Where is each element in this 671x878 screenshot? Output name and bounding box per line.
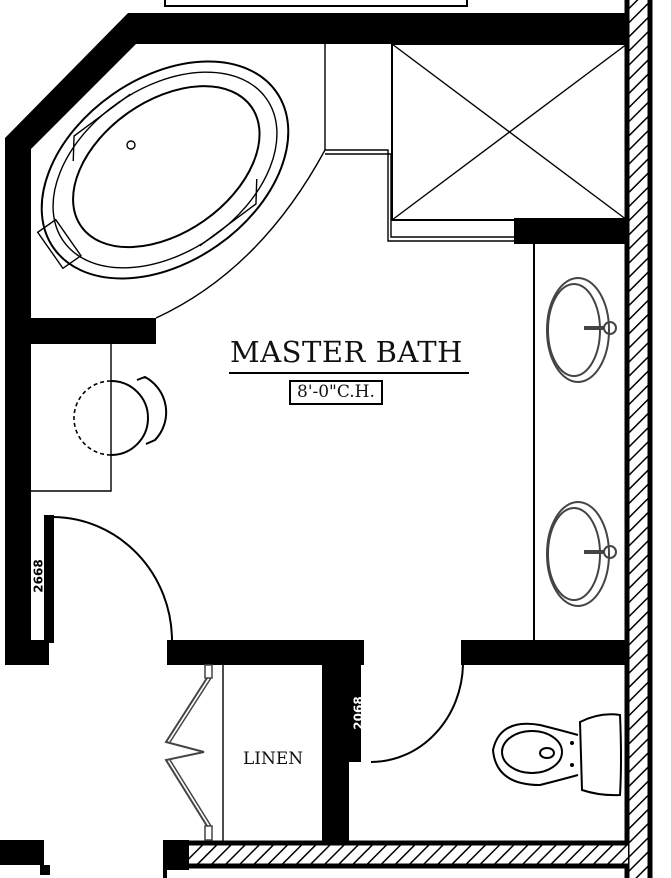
wall-tub-ledge [30, 318, 156, 344]
tub-drain [126, 140, 136, 150]
top-opening [164, 0, 468, 7]
toilet-door-tag: 2068 [351, 696, 366, 730]
toilet [491, 713, 622, 797]
oval-soaking-tub [36, 60, 290, 280]
vanity-sink-upper [546, 277, 617, 383]
entry-door-swing [53, 516, 173, 641]
makeup-vanity [30, 344, 168, 492]
wall-stub-bottom-left [0, 840, 50, 875]
entry-door-tag: 2668 [31, 559, 46, 593]
wall-linen-top [167, 640, 627, 842]
tub-deck [155, 44, 326, 319]
toilet-door-swing [370, 664, 464, 763]
linen-closet-label: LINEN [243, 749, 304, 769]
exterior-wall-right [624, 0, 653, 878]
linen-bifold-doors [164, 664, 224, 842]
vanity-sink-lower [546, 501, 617, 607]
wall-left [5, 138, 54, 665]
exterior-wall-bottom [163, 840, 628, 878]
ceiling-height-tag: 8'-0"C.H. [289, 380, 383, 405]
room-title: MASTER BATH [230, 335, 463, 369]
room-title-underline [229, 372, 469, 374]
wall-shower-stub [514, 218, 627, 244]
walk-in-shower [325, 43, 628, 242]
